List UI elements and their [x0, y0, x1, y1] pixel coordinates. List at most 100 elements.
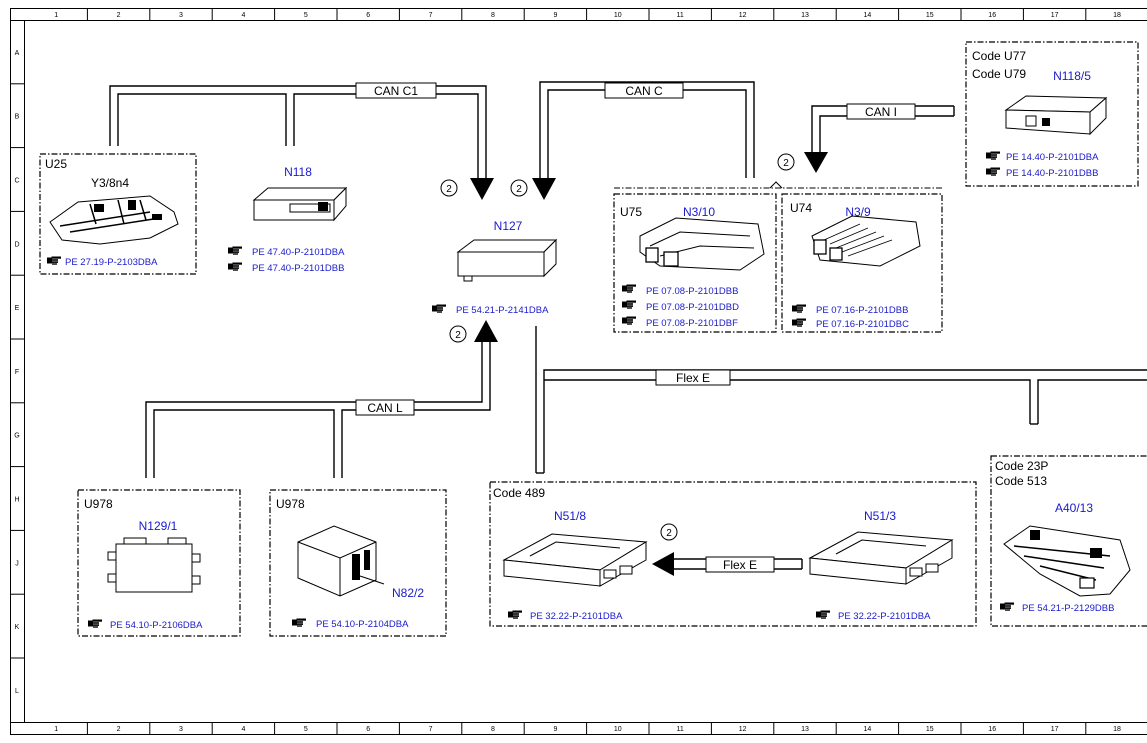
grid-column-label: 15	[926, 726, 934, 733]
grid-column-label: 14	[864, 12, 872, 19]
grid-column-label: 18	[1113, 12, 1121, 19]
code-label: U25	[45, 157, 67, 171]
grid-row-label: H	[14, 497, 19, 504]
component-a40-13[interactable]	[1003, 525, 1131, 597]
pointing-hand-icon	[986, 167, 1000, 176]
reference-link[interactable]: PE 54.10-P-2106DBA	[110, 620, 203, 631]
component-n51-3[interactable]	[808, 531, 954, 585]
grid-column-label: 10	[614, 12, 622, 19]
grid-column-label: 14	[864, 726, 872, 733]
bus-label-flex-e-inner: Flex E	[723, 558, 757, 572]
svg-text:2: 2	[455, 330, 461, 341]
bus-can-i: CAN I	[804, 103, 955, 173]
grid-row-label: C	[14, 178, 19, 185]
arrow-head-icon	[474, 320, 498, 342]
code-label: U978	[84, 497, 113, 511]
component-n82-2[interactable]	[297, 525, 385, 597]
reference-link[interactable]: PE 47.40-P-2101DBB	[252, 263, 344, 274]
grid-column-label: 3	[179, 12, 183, 19]
reference-link[interactable]: PE 47.40-P-2101DBA	[252, 247, 345, 258]
group-n118: N118 PE 47.40-P-2101DBA PE 47.40-P-2101D…	[228, 165, 348, 274]
component-n118[interactable]	[252, 186, 348, 222]
reference-link[interactable]: PE 07.08-P-2101DBF	[646, 318, 738, 329]
grid-column-label: 13	[801, 726, 809, 733]
grid-column-label: 2	[117, 12, 121, 19]
code-label: U75	[620, 205, 642, 219]
component-n127[interactable]	[456, 238, 558, 282]
component-label: N3/9	[845, 205, 871, 219]
grid-column-label: 7	[429, 726, 433, 733]
arrow-head-icon	[470, 178, 494, 200]
svg-text:2: 2	[516, 184, 522, 195]
component-y3-8n4[interactable]	[49, 195, 179, 245]
component-n51-8[interactable]	[502, 533, 648, 587]
grid-column-label: 7	[429, 12, 433, 19]
grid-column-label: 4	[241, 726, 245, 733]
pointing-hand-icon	[622, 300, 636, 309]
grid-row-label: F	[15, 369, 19, 376]
grid-column-label: 17	[1051, 726, 1059, 733]
grid-column-label: 3	[179, 726, 183, 733]
component-n3-9[interactable]	[811, 215, 921, 267]
bus-flex-e-inner: Flex E	[652, 552, 803, 576]
reference-link[interactable]: PE 54.21-P-2141DBA	[456, 305, 549, 316]
reference-link[interactable]: PE 54.10-P-2104DBA	[316, 619, 409, 630]
grid-column-label: 6	[366, 12, 370, 19]
group-u74: U74 N3/9 PE 07.16-P-2101DBB PE 07.16-P-2…	[781, 193, 943, 333]
pointing-hand-icon	[816, 610, 830, 619]
reference-link[interactable]: PE 32.22-P-2101DBA	[530, 611, 623, 622]
grid-column-label: 11	[677, 12, 684, 19]
component-n118-5[interactable]	[1004, 95, 1108, 136]
bus-can-l: CAN L	[145, 320, 498, 478]
circle-marker: 2	[660, 523, 678, 541]
component-n3-10[interactable]	[639, 217, 765, 271]
grid-column-label: 12	[739, 12, 747, 19]
grid-column-label: 12	[739, 726, 747, 733]
component-label: Y3/8n4	[91, 176, 129, 190]
bus-label-can-c1: CAN C1	[374, 84, 418, 98]
pointing-hand-icon	[228, 262, 242, 271]
component-label: A40/13	[1055, 501, 1093, 515]
bus-can-c: CAN C	[532, 81, 755, 200]
component-n129-1[interactable]	[107, 537, 201, 593]
component-label: N118	[284, 165, 312, 179]
bus-can-c1: CAN C1	[109, 82, 494, 200]
pointing-hand-icon	[792, 318, 806, 327]
grid-column-label: 11	[677, 726, 684, 733]
circle-marker: 2	[510, 179, 528, 197]
bus-flex-e: Flex E	[535, 326, 1147, 474]
grid-column-label: 15	[926, 12, 934, 19]
reference-link[interactable]: PE 07.08-P-2101DBD	[646, 302, 739, 313]
circle-marker: 2	[777, 153, 795, 171]
reference-link[interactable]: PE 14.40-P-2101DBA	[1006, 152, 1099, 163]
reference-link[interactable]: PE 27.19-P-2103DBA	[65, 257, 158, 268]
drawing-frame	[10, 8, 1147, 735]
grid-row-label: E	[15, 305, 20, 312]
grid-row-label: K	[15, 624, 20, 631]
reference-link[interactable]: PE 07.16-P-2101DBB	[816, 305, 908, 316]
reference-link[interactable]: PE 07.08-P-2101DBB	[646, 286, 738, 297]
grid-column-label: 2	[117, 726, 121, 733]
bus-label-can-c: CAN C	[625, 84, 663, 98]
component-label: N3/10	[683, 205, 715, 219]
pointing-hand-icon	[47, 256, 61, 265]
component-label: N118/5	[1053, 69, 1091, 83]
group-u75: U75 N3/10 PE 07.08-P-2101DBB PE 07.08-P-…	[613, 181, 942, 333]
grid-row-label: A	[15, 50, 20, 57]
code-label: Code 513	[995, 474, 1047, 488]
code-label: Code 489	[493, 486, 545, 500]
arrow-head-icon	[532, 178, 556, 200]
code-label: Code 23P	[995, 459, 1048, 473]
group-code-489: Code 489 N51/8 PE 32.22-P-2101DBA N51/3 …	[489, 481, 977, 627]
bus-label-can-l: CAN L	[367, 401, 403, 415]
reference-link[interactable]: PE 07.16-P-2101DBC	[816, 319, 909, 330]
code-label: U978	[276, 497, 305, 511]
reference-link[interactable]: PE 54.21-P-2129DBB	[1022, 603, 1114, 614]
group-n82-2: U978 N82/2 PE 54.10-P-2104DBA	[269, 489, 447, 637]
reference-link[interactable]: PE 14.40-P-2101DBB	[1006, 168, 1098, 179]
pointing-hand-icon	[986, 151, 1000, 160]
reference-link[interactable]: PE 32.22-P-2101DBA	[838, 611, 931, 622]
group-a40-13: Code 23P Code 513 A40/13 PE 54.21-P-2129…	[990, 455, 1147, 627]
